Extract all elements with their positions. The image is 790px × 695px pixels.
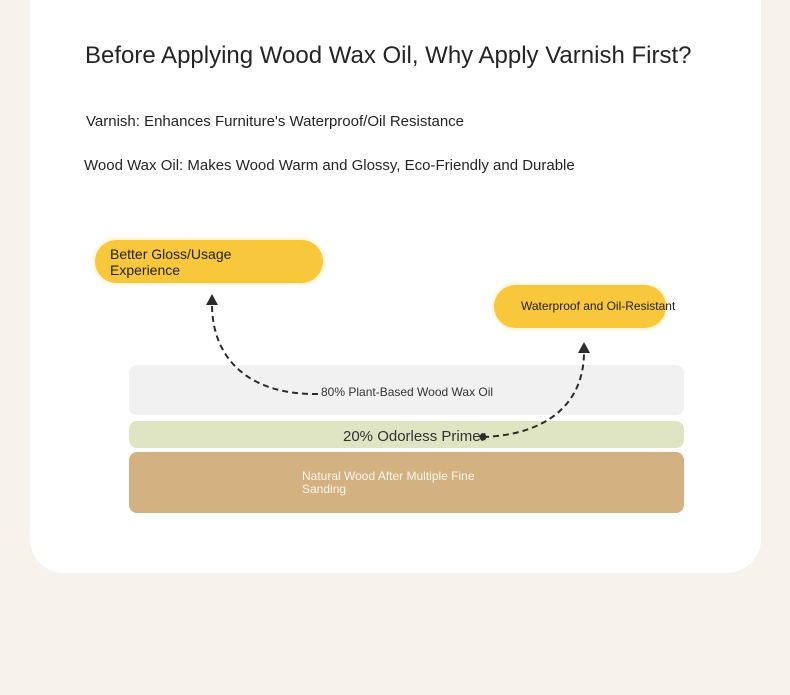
wood-layer: Natural Wood After Multiple Fine Sanding [129,452,684,513]
primer-anchor-dot [479,433,487,441]
oil-to-gloss-arrow [211,303,319,396]
wax-oil-point: Wood Wax Oil: Makes Wood Warm and Glossy… [84,157,575,174]
waterproof-benefit-badge: Waterproof and Oil-Resistant [494,285,675,328]
varnish-point: Varnish: Enhances Furniture's Waterproof… [86,113,465,130]
gloss-arrowhead-icon [206,294,218,305]
wood-layer-label: Natural Wood After Multiple Fine Sanding [302,469,475,496]
primer-to-waterproof-arrow [482,351,585,438]
wax-oil-layer: 80% Plant-Based Wood Wax Oil [129,365,684,415]
wax-oil-layer-label: 80% Plant-Based Wood Wax Oil [321,385,494,399]
primer-layer: 20% Odorless Primer [129,421,684,448]
page-title: Before Applying Wood Wax Oil, Why Apply … [85,42,692,69]
gloss-benefit-label: Better Gloss/Usage Experience [110,246,232,278]
waterproof-arrowhead-icon [578,342,590,353]
waterproof-benefit-label: Waterproof and Oil-Resistant [521,299,676,313]
gloss-benefit-badge: Better Gloss/Usage Experience [95,240,323,283]
primer-layer-label: 20% Odorless Primer [343,428,486,445]
